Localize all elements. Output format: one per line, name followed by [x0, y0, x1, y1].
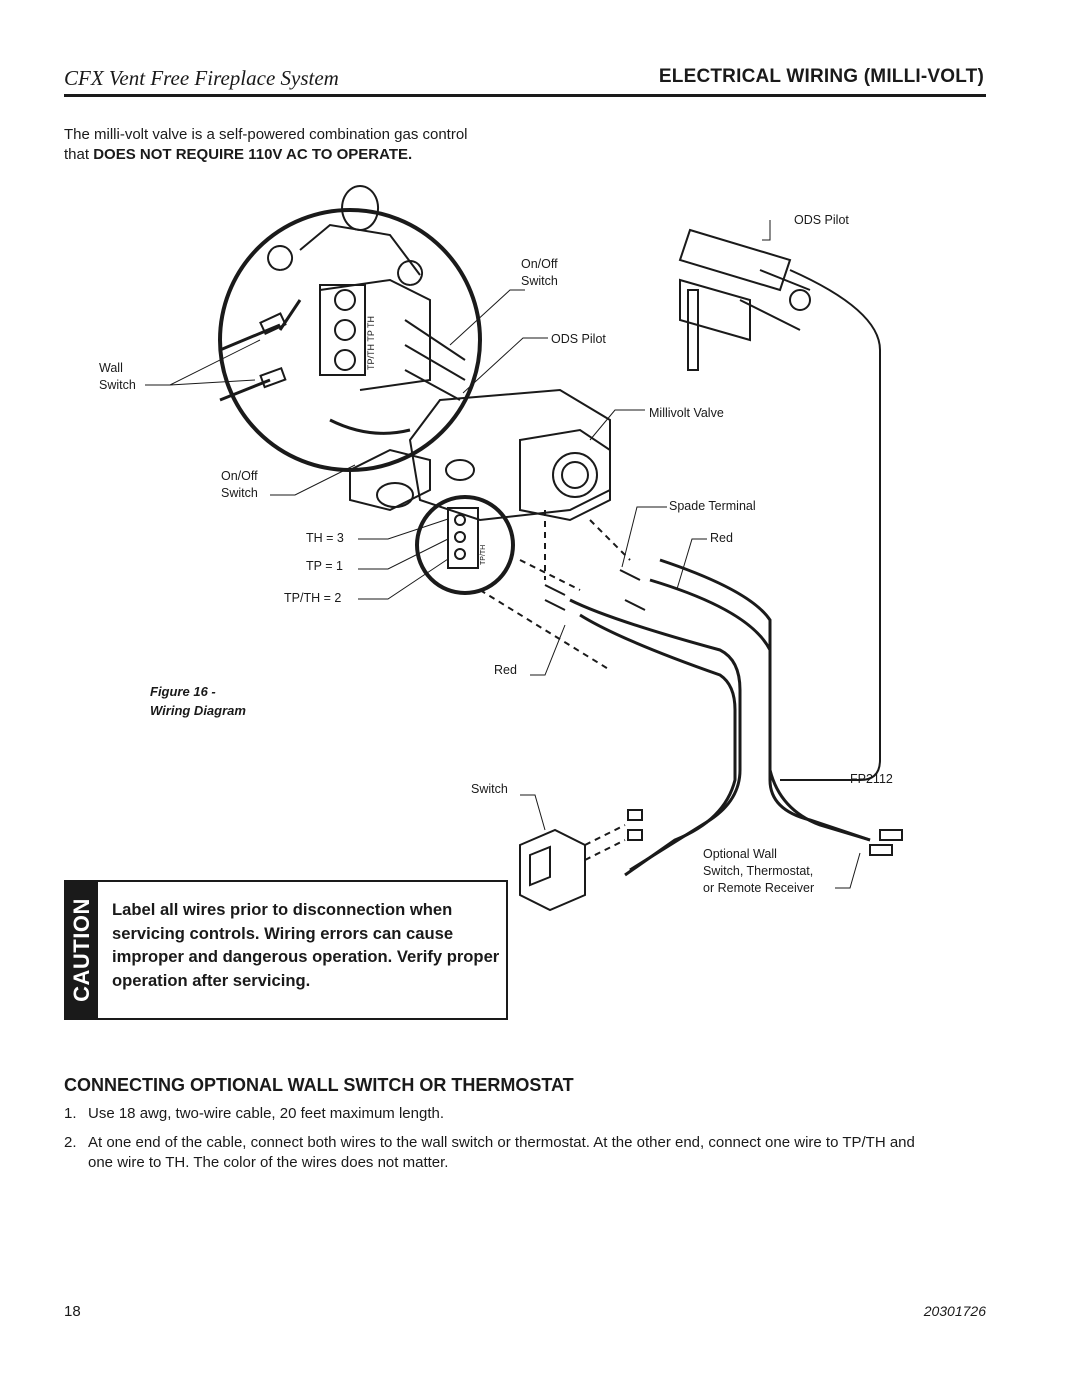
caution-box: CAUTION Label all wires prior to disconn…: [64, 880, 508, 1020]
term-tpth-label: TP/TH: [480, 545, 487, 565]
label-on-off-mid-1: On/Off: [221, 469, 258, 483]
svg-text:TP/TH: TP/TH: [480, 545, 487, 565]
label-optional-2: Switch, Thermostat,: [703, 864, 814, 878]
label-optional-3: or Remote Receiver: [703, 881, 815, 895]
figure-caption: Figure 16 - Wiring Diagram: [150, 682, 246, 720]
label-tp-th-2: TP/TH = 2: [284, 591, 342, 605]
leader-lines: [145, 220, 861, 889]
label-red-right: Red: [710, 531, 733, 545]
label-wall-switch-2: Switch: [99, 378, 136, 392]
label-tp-1: TP = 1: [306, 559, 343, 573]
intro-line-2-bold: DOES NOT REQUIRE 110V AC TO OPERATE.: [93, 146, 413, 163]
label-on-off-top-1: On/Off: [521, 257, 558, 271]
label-red-bottom: Red: [494, 663, 517, 677]
millivolt-valve-body: [349, 388, 611, 522]
list-item: 1. Use 18 awg, two-wire cable, 20 feet m…: [64, 1104, 924, 1124]
optional-receiver-connectors: [869, 829, 903, 856]
label-millivolt-valve: Millivolt Valve: [649, 406, 724, 420]
page-number: 18: [64, 1303, 81, 1320]
label-ods-pilot-top: ODS Pilot: [794, 213, 849, 227]
instruction-list: 1. Use 18 awg, two-wire cable, 20 feet m…: [64, 1104, 924, 1182]
label-th-3: TH = 3: [306, 531, 344, 545]
label-fp-code: FP2112: [850, 772, 893, 786]
label-on-off-top-2: Switch: [521, 274, 558, 288]
label-on-off-mid-2: Switch: [221, 486, 258, 500]
intro-paragraph: The milli-volt valve is a self-powered c…: [64, 125, 468, 165]
section-heading: ELECTRICAL WIRING (MILLI-VOLT): [658, 66, 984, 87]
step-text: At one end of the cable, connect both wi…: [88, 1134, 915, 1171]
step-number: 2.: [64, 1134, 77, 1151]
terminal-closeup-circle: TP/TH: [415, 495, 515, 595]
label-optional-1: Optional Wall: [703, 847, 777, 861]
valve-closeup-circle: TP/TH TP TH: [218, 185, 482, 472]
label-ods-pilot-mid: ODS Pilot: [551, 332, 606, 346]
intro-line-2-prefix: that: [64, 146, 90, 163]
ods-pilot-assembly: [678, 228, 881, 781]
caution-sidebar: CAUTION: [66, 882, 98, 1018]
list-item: 2. At one end of the cable, connect both…: [64, 1133, 924, 1173]
intro-line-1: The milli-volt valve is a self-powered c…: [64, 126, 468, 143]
figure-caption-line-2: Wiring Diagram: [150, 703, 246, 718]
svg-text:TP/TH TP TH: TP/TH TP TH: [366, 316, 376, 370]
step-number: 1.: [64, 1105, 77, 1122]
caution-text: Label all wires prior to disconnection w…: [112, 900, 500, 990]
label-spade-terminal: Spade Terminal: [669, 499, 756, 513]
intro-line-2: that DOES NOT REQUIRE 110V AC TO OPERATE…: [64, 145, 468, 165]
wiring-harness: [479, 510, 871, 877]
document-number: 20301726: [923, 1303, 986, 1319]
label-switch: Switch: [471, 782, 508, 796]
label-wall-switch-1: Wall: [99, 361, 123, 375]
header-rule: [64, 94, 986, 97]
step-text: Use 18 awg, two-wire cable, 20 feet maxi…: [88, 1105, 444, 1122]
rocker-switch-illustration: [519, 809, 643, 912]
caution-label: CAUTION: [69, 898, 94, 1002]
document-title: CFX Vent Free Fireplace System: [64, 66, 339, 90]
section-title: CONNECTING OPTIONAL WALL SWITCH OR THERM…: [64, 1075, 574, 1095]
figure-caption-line-1: Figure 16 -: [150, 684, 216, 699]
